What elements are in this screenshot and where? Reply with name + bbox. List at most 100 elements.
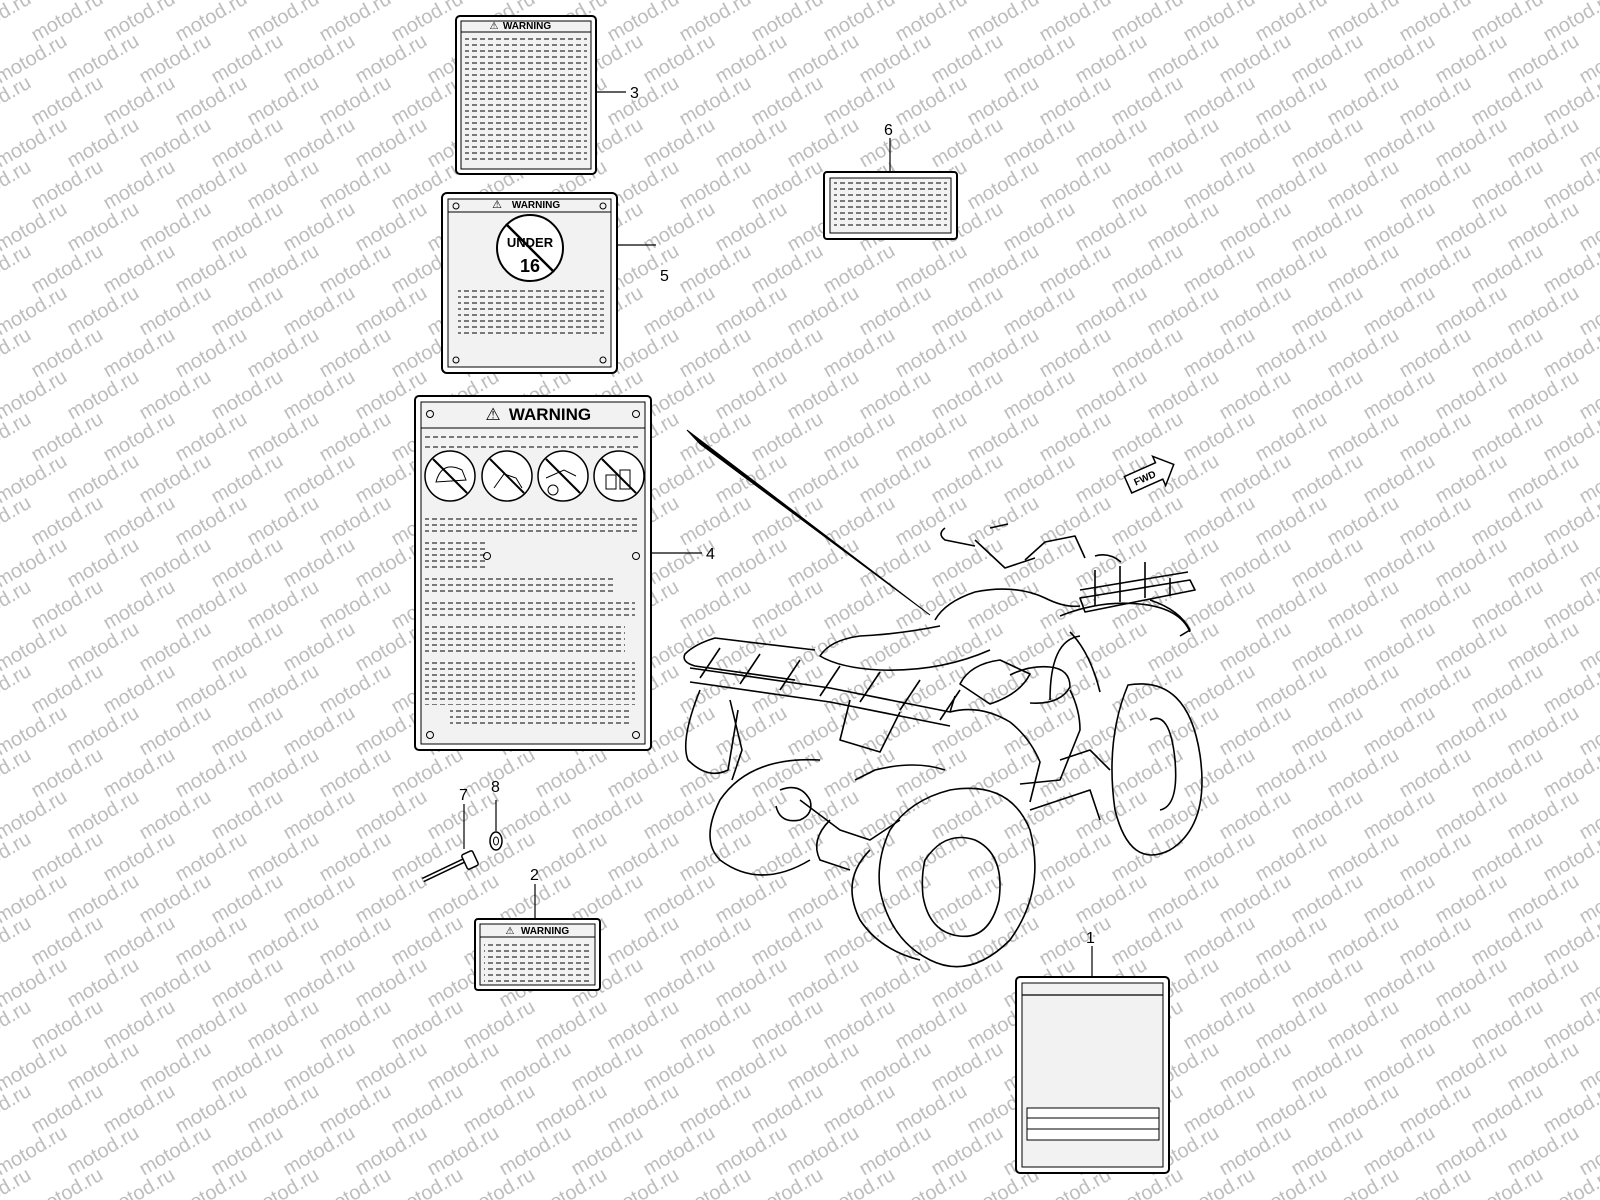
watermark-text: motod.ru [100,492,179,551]
watermark-text: motod.ru [784,1038,863,1097]
watermark-text: motod.ru [244,156,323,215]
watermark-text: motod.ru [892,576,971,635]
watermark-text: motod.ru [136,954,215,1013]
watermark-text: motod.ru [64,198,143,257]
watermark-text: motod.ru [1216,198,1295,257]
watermark-text: motod.ru [1324,744,1403,803]
watermark-text: motod.ru [1360,198,1439,257]
watermark-text: motod.ru [1072,870,1151,929]
watermark-text: motod.ru [280,954,359,1013]
watermark-text: motod.ru [784,282,863,341]
watermark-text: motod.ru [1144,534,1223,593]
watermark-text: motod.ru [64,366,143,425]
watermark-text: motod.ru [64,786,143,845]
watermark-text: motod.ru [1396,0,1475,46]
watermark-text: motod.ru [856,450,935,509]
watermark-text: motod.ru [1252,0,1331,46]
watermark-text: motod.ru [208,954,287,1013]
watermark-text: motod.ru [892,0,971,46]
watermark-text: motod.ru [352,282,431,341]
watermark-text: motod.ru [28,72,107,131]
watermark-text: motod.ru [928,1122,1007,1181]
watermark-text: motod.ru [244,576,323,635]
watermark-text: motod.ru [1288,534,1367,593]
watermark-text: motod.ru [1072,534,1151,593]
watermark-text: motod.ru [244,72,323,131]
watermark-text: motod.ru [1144,870,1223,929]
watermark-text: motod.ru [712,1122,791,1181]
watermark-text: motod.ru [28,744,107,803]
watermark-text: motod.ru [172,156,251,215]
watermark-text: motod.ru [244,0,323,46]
watermark-text: motod.ru [28,660,107,719]
watermark-text: motod.ru [640,30,719,89]
watermark-text: motod.ru [676,156,755,215]
watermark-text: motod.ru [820,408,899,467]
watermark-text: motod.ru [856,786,935,845]
watermark-text: motod.ru [1324,660,1403,719]
watermark-text: motod.ru [280,702,359,761]
watermark-text: motod.ru [820,744,899,803]
watermark-text: motod.ru [1468,744,1547,803]
watermark-text: motod.ru [280,198,359,257]
watermark-text: motod.ru [208,30,287,89]
watermark-text: motod.ru [1396,996,1475,1055]
watermark-text: motod.ru [856,30,935,89]
watermark-text: motod.ru [1216,1122,1295,1181]
watermark-text: motod.ru [1072,282,1151,341]
watermark-text: motod.ru [1288,366,1367,425]
watermark-text: motod.ru [100,828,179,887]
watermark-text: motod.ru [784,702,863,761]
watermark-text: motod.ru [712,366,791,425]
watermark-text: motod.ru [316,240,395,299]
watermark-text: motod.ru [892,828,971,887]
watermark-text: motod.ru [100,408,179,467]
watermark-text: motod.ru [1000,30,1079,89]
callout-2: 2 [530,867,539,884]
watermark-text: motod.ru [1324,1080,1403,1139]
watermark-text: motod.ru [1468,996,1547,1055]
watermark-text: motod.ru [28,156,107,215]
watermark-text: motod.ru [928,954,1007,1013]
watermark-text: motod.ru [28,0,107,46]
watermark-text: motod.ru [1252,72,1331,131]
watermark-text: motod.ru [1396,72,1475,131]
watermark-text: motod.ru [28,240,107,299]
watermark-text: motod.ru [1504,114,1583,173]
watermark-text: motod.ru [676,408,755,467]
watermark-text: motod.ru [1108,408,1187,467]
watermark-text: motod.ru [928,1038,1007,1097]
watermark-text: motod.ru [964,240,1043,299]
watermark-text: motod.ru [1216,786,1295,845]
watermark-text: motod.ru [208,1038,287,1097]
watermark-text: motod.ru [676,996,755,1055]
watermark-text: motod.ru [1432,282,1511,341]
watermark-text: motod.ru [208,1122,287,1181]
watermark-text: motod.ru [1216,534,1295,593]
watermark-text: motod.ru [172,240,251,299]
watermark-text: motod.ru [100,0,179,46]
watermark-text: motod.ru [784,954,863,1013]
label-1: 1 [1015,930,1170,1174]
watermark-text: motod.ru [1468,240,1547,299]
watermark-text: motod.ru [784,450,863,509]
watermark-text: motod.ru [604,912,683,971]
watermark-text: motod.ru [856,954,935,1013]
watermark-text: motod.ru [928,366,1007,425]
watermark-text: motod.ru [352,198,431,257]
watermark-text: motod.ru [136,1038,215,1097]
watermark-text: motod.ru [1360,1038,1439,1097]
watermark-text: motod.ru [1504,534,1583,593]
watermark-text: motod.ru [28,996,107,1055]
watermark-text: motod.ru [1036,408,1115,467]
watermark-text: motod.ru [28,324,107,383]
watermark-text: motod.ru [388,0,467,46]
watermark-text: motod.ru [676,1080,755,1139]
watermark-text: motod.ru [388,912,467,971]
watermark-text: motod.ru [208,534,287,593]
watermark-text: motod.ru [64,870,143,929]
watermark-text: motod.ru [280,1122,359,1181]
watermark-text: motod.ru [352,1122,431,1181]
watermark-text: motod.ru [1432,30,1511,89]
watermark-text: motod.ru [1324,0,1403,46]
